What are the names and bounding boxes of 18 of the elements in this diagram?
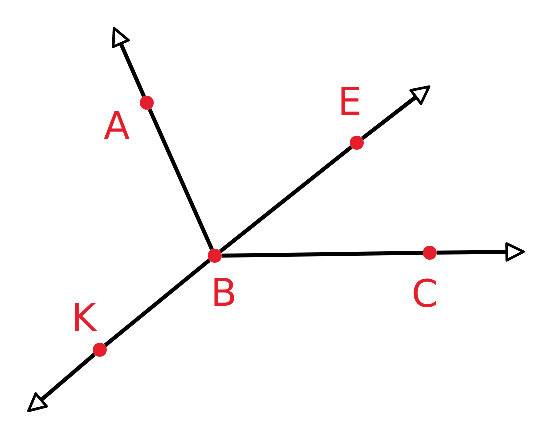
ray-arrow bbox=[112, 27, 146, 98]
point-dot bbox=[208, 249, 222, 263]
point-dot bbox=[423, 246, 437, 260]
line-segment bbox=[222, 251, 424, 258]
line-segment bbox=[148, 108, 214, 250]
point-label: C bbox=[412, 275, 438, 313]
point-label: A bbox=[104, 107, 130, 145]
ray-arrow bbox=[436, 242, 525, 262]
point-dot bbox=[93, 343, 107, 357]
point-label: K bbox=[72, 299, 96, 337]
ray-arrow bbox=[27, 353, 96, 412]
line-segment bbox=[104, 258, 211, 348]
ray-arrow bbox=[361, 86, 431, 140]
point-dot bbox=[350, 136, 364, 150]
point-dot bbox=[140, 96, 154, 110]
point-label: B bbox=[210, 274, 238, 312]
line-segment bbox=[219, 146, 353, 254]
point-label: E bbox=[338, 83, 362, 121]
